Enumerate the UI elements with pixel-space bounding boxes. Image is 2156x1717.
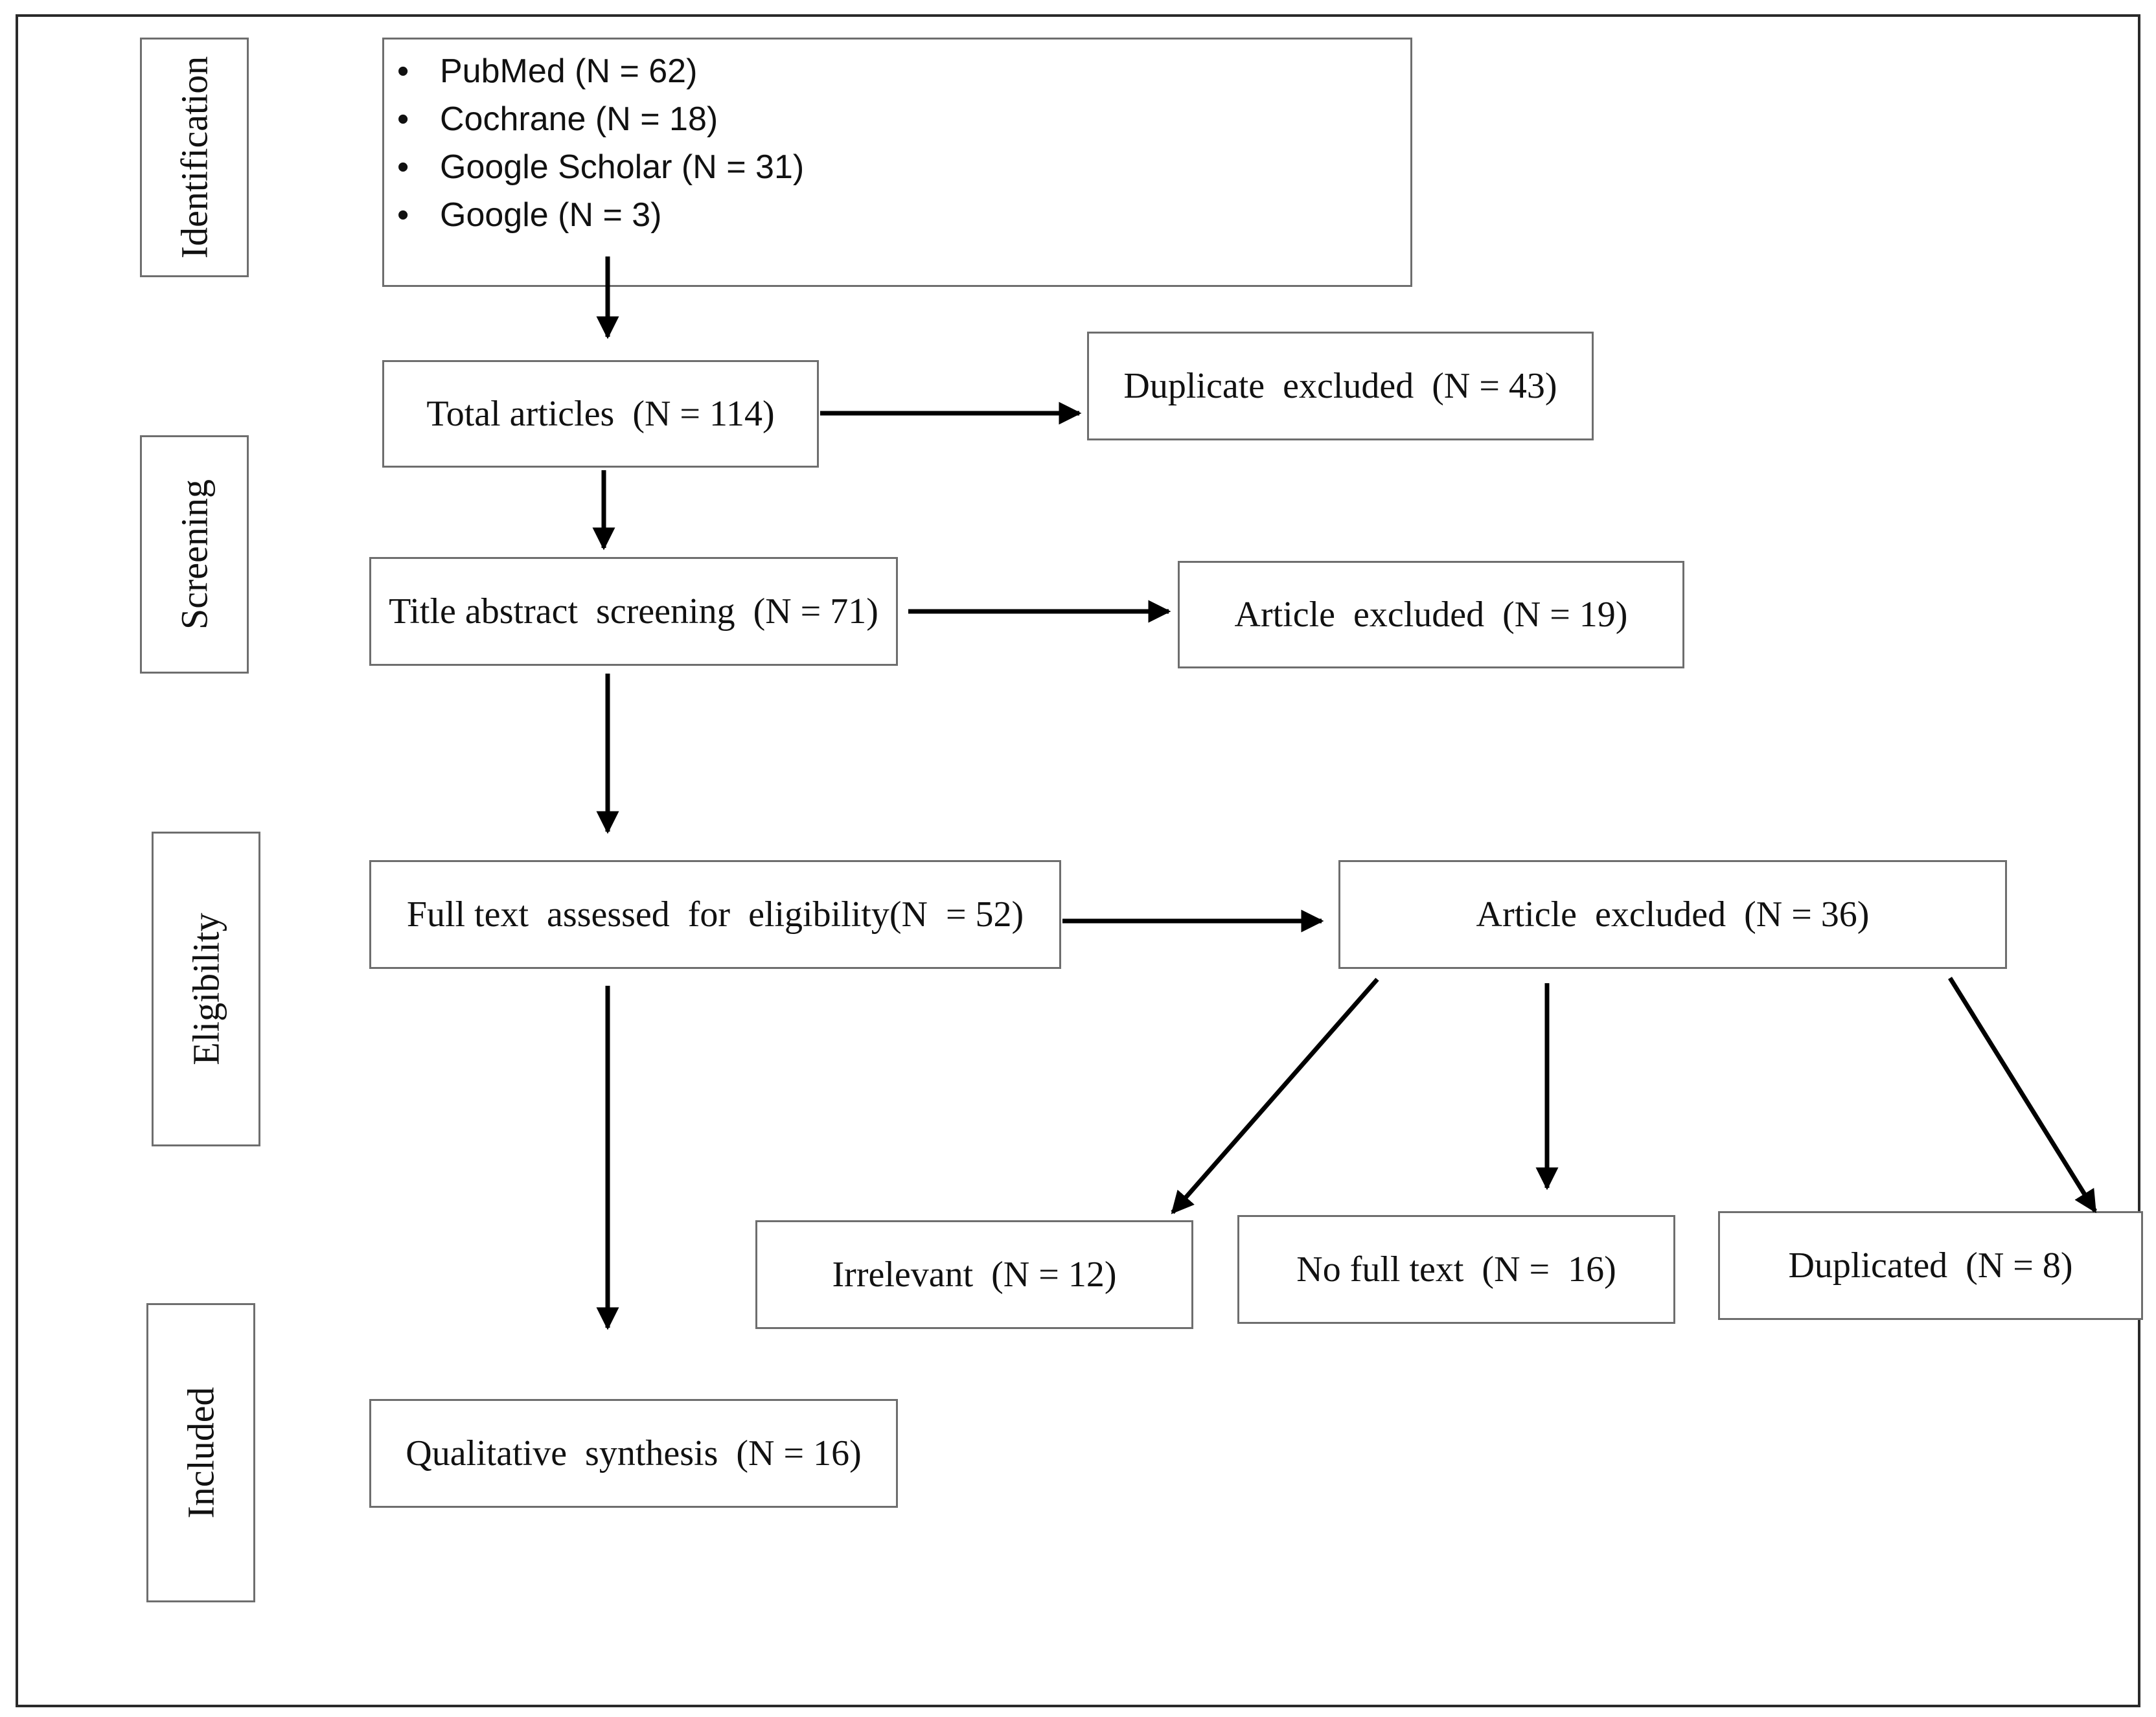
source-item: • PubMed (N = 62) xyxy=(397,47,804,95)
source-item: • Google Scholar (N = 31) xyxy=(397,143,804,191)
source-item: • Cochrane (N = 18) xyxy=(397,95,804,143)
duplicated-box: Duplicated (N = 8) xyxy=(1718,1211,2143,1320)
qualitative-synthesis-box: Qualitative synthesis (N = 16) xyxy=(369,1399,898,1508)
bullet: • xyxy=(397,148,409,186)
irrelevant-box: Irrelevant (N = 12) xyxy=(755,1220,1193,1329)
source-label: PubMed (N = 62) xyxy=(440,52,698,90)
arrow-excluded-to-irrelevant xyxy=(1171,977,1379,1214)
no-full-text-box: No full text (N = 16) xyxy=(1237,1215,1675,1324)
sources-box: • PubMed (N = 62) • Cochrane (N = 18) • Goo… xyxy=(382,38,1412,287)
stage-screening: Screening xyxy=(140,435,249,674)
stage-identification: Identification xyxy=(140,38,249,277)
arrow-excluded-to-duplicated xyxy=(1948,977,2097,1213)
bullet: • xyxy=(397,100,409,138)
title-abstract-screening-box: Title abstract screening (N = 71) xyxy=(369,557,898,666)
article-excluded-box-2: Article excluded (N = 36) xyxy=(1338,860,2007,969)
stage-eligibility: Eligibility xyxy=(152,832,260,1146)
bullet: • xyxy=(397,196,409,234)
bullet: • xyxy=(397,52,409,90)
source-item: • Google (N = 3) xyxy=(397,191,804,239)
source-label: Google Scholar (N = 31) xyxy=(440,148,805,186)
sources-list: • PubMed (N = 62) • Cochrane (N = 18) • Goo… xyxy=(397,47,804,239)
outer-frame xyxy=(16,14,2140,1707)
source-label: Google (N = 3) xyxy=(440,196,662,234)
article-excluded-box-1: Article excluded (N = 19) xyxy=(1178,561,1684,668)
stage-included: Included xyxy=(146,1303,255,1602)
total-articles-box: Total articles (N = 114) xyxy=(382,360,819,468)
duplicate-excluded-box: Duplicate excluded (N = 43) xyxy=(1087,332,1594,440)
full-text-assessed-box: Full text assessed for eligibility(N = 5… xyxy=(369,860,1061,969)
source-label: Cochrane (N = 18) xyxy=(440,100,718,138)
